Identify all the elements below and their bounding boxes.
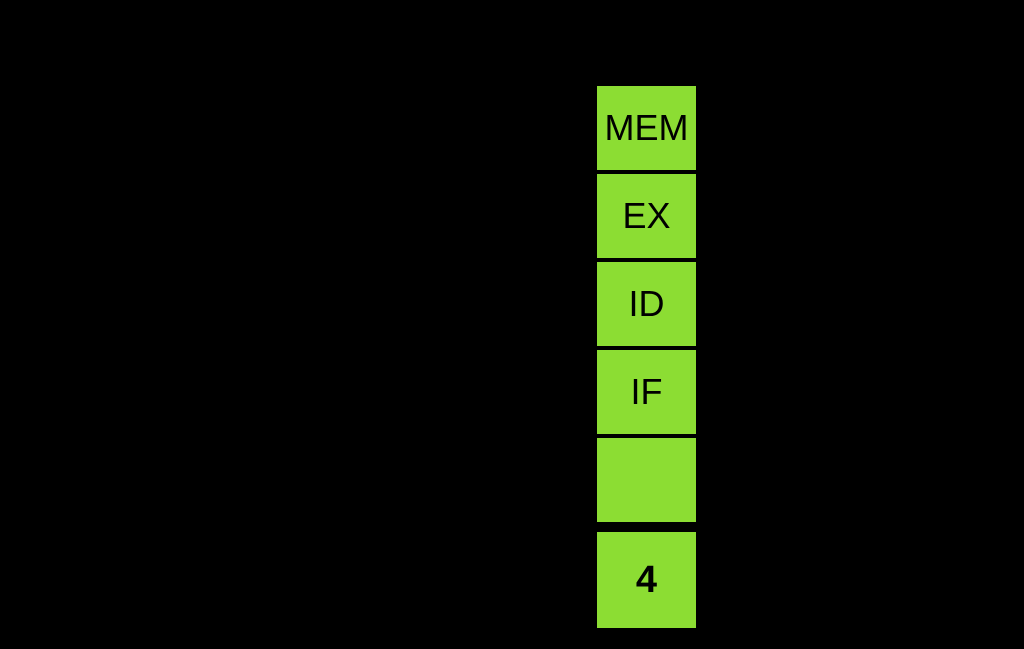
stack-depth-counter-value: 4 <box>635 559 658 601</box>
stack-cell-if[interactable]: IF <box>597 350 696 434</box>
stack-depth-counter[interactable]: 4 <box>597 532 696 628</box>
pipeline-stack: MEM EX ID IF <box>597 86 696 522</box>
stack-cell-id[interactable]: ID <box>597 262 696 346</box>
stack-cell-mem[interactable]: MEM <box>597 86 696 170</box>
stack-cell-ex[interactable]: EX <box>597 174 696 258</box>
stack-cell-label: IF <box>630 371 663 412</box>
stack-cell-label: EX <box>622 195 671 236</box>
stack-cell-label: MEM <box>604 107 689 148</box>
stack-cell-empty[interactable] <box>597 438 696 522</box>
stack-cell-label: ID <box>628 283 665 324</box>
